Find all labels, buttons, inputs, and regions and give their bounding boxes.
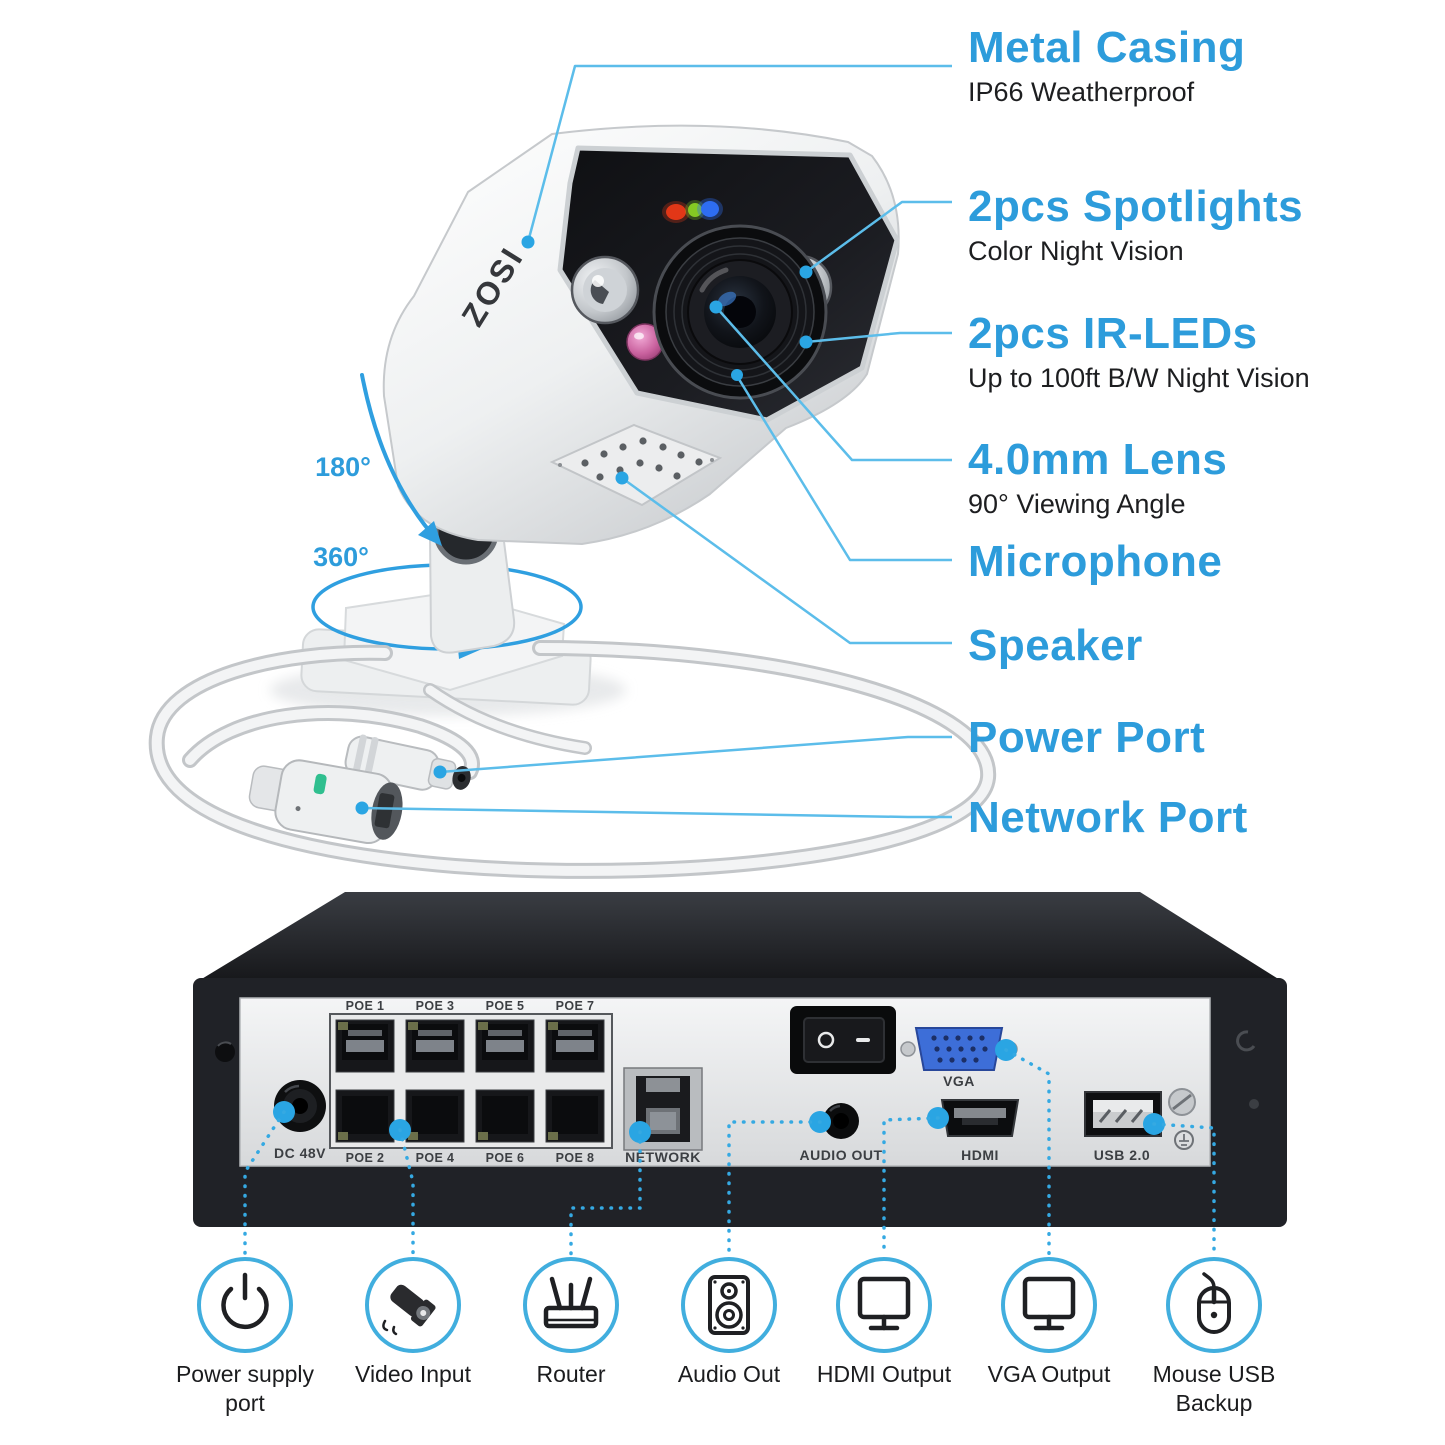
callout-subtitle: Color Night Vision	[968, 236, 1184, 266]
svg-text:POE 7: POE 7	[556, 999, 595, 1013]
svg-text:POE 8: POE 8	[556, 1151, 595, 1165]
callout-title: 4.0mm Lens	[968, 435, 1228, 484]
icon-label-video-input: Video Input	[355, 1361, 471, 1387]
poe-port	[475, 1019, 535, 1073]
icon-label-mouse-usb: Mouse USB Backup	[1152, 1361, 1276, 1416]
usb-label: USB 2.0	[1094, 1147, 1150, 1163]
speaker-grille	[549, 423, 723, 507]
callout-title: 2pcs Spotlights	[968, 182, 1304, 231]
usb-port	[1084, 1091, 1162, 1137]
callout-network-port: Network Port	[968, 794, 1388, 842]
poe-labels: POE 1 POE 3 POE 5 POE 7 POE 2 POE 4 POE …	[346, 999, 595, 1165]
callout-metal-casing: Metal Casing IP66 Weatherproof	[968, 24, 1388, 109]
camera-assembly: ZOSI	[148, 64, 997, 879]
svg-text:POE 6: POE 6	[486, 1151, 525, 1165]
callout-lens: 4.0mm Lens 90° Viewing Angle	[968, 436, 1388, 521]
camera-lens	[652, 224, 828, 400]
tilt-rotation-arrow	[360, 373, 442, 546]
poe-port	[475, 1089, 535, 1143]
svg-text:POE 3: POE 3	[416, 999, 455, 1013]
poe-port	[335, 1019, 395, 1073]
nvr-top-face	[200, 892, 1280, 980]
vga-label: VGA	[943, 1073, 975, 1089]
camera-icon	[365, 1257, 461, 1353]
network-label: NETWORK	[625, 1149, 701, 1165]
svg-text:POE 4: POE 4	[416, 1151, 455, 1165]
callout-title: Microphone	[968, 537, 1223, 586]
router-icon	[523, 1257, 619, 1353]
callout-power-port: Power Port	[968, 714, 1388, 762]
callout-subtitle: Up to 100ft B/W Night Vision	[968, 363, 1310, 393]
port-leader-lines	[243, 1048, 1216, 1256]
poe-port	[335, 1089, 395, 1143]
callout-subtitle: IP66 Weatherproof	[968, 77, 1195, 107]
poe-port	[545, 1089, 605, 1143]
tilt-angle-label: 180°	[315, 452, 371, 482]
icon-label-power-supply: Power supply port	[175, 1361, 315, 1416]
monitor-icon	[1001, 1257, 1097, 1353]
callout-microphone: Microphone	[968, 538, 1388, 586]
network-port-connector	[248, 759, 403, 845]
power-switch	[790, 1006, 896, 1074]
callout-subtitle: 90° Viewing Angle	[968, 489, 1186, 519]
ground-screw	[1168, 1088, 1196, 1150]
icon-label-router: Router	[536, 1361, 606, 1387]
callout-dots	[355, 235, 813, 815]
camera-cable	[148, 640, 997, 879]
callout-lines	[361, 64, 952, 819]
nvr-recorder: DC 48V	[193, 892, 1287, 1256]
poe-port	[405, 1019, 465, 1073]
icon-label-audio-out: Audio Out	[677, 1361, 781, 1387]
callout-spotlights: 2pcs Spotlights Color Night Vision	[968, 183, 1388, 268]
monitor-icon	[836, 1257, 932, 1353]
hdmi-label: HDMI	[961, 1147, 999, 1163]
pan-angle-label: 360°	[313, 542, 369, 572]
callout-title: Power Port	[968, 713, 1206, 762]
status-leds	[662, 198, 723, 223]
icon-label-hdmi-output: HDMI Output	[816, 1361, 952, 1387]
svg-text:POE 2: POE 2	[346, 1151, 385, 1165]
svg-text:POE 1: POE 1	[346, 999, 385, 1013]
dc-label: DC 48V	[274, 1145, 326, 1161]
callout-ir-leds: 2pcs IR-LEDs Up to 100ft B/W Night Visio…	[968, 310, 1388, 395]
callout-speaker: Speaker	[968, 622, 1388, 670]
port-icon-row	[197, 1257, 1262, 1353]
icon-label-vga-output: VGA Output	[987, 1361, 1111, 1387]
callout-title: Speaker	[968, 621, 1143, 670]
poe-port-block	[329, 1013, 613, 1149]
poe-port	[545, 1019, 605, 1073]
audio-out-jack	[823, 1103, 859, 1139]
spotlight-left	[570, 255, 640, 325]
audio-label: AUDIO OUT	[799, 1147, 882, 1163]
speaker-icon	[681, 1257, 777, 1353]
callout-title: Metal Casing	[968, 23, 1246, 72]
mouse-icon	[1166, 1257, 1262, 1353]
callout-title: Network Port	[968, 793, 1248, 842]
hdmi-port	[940, 1099, 1020, 1137]
callout-title: 2pcs IR-LEDs	[968, 309, 1258, 358]
power-icon	[197, 1257, 293, 1353]
poe-port	[405, 1089, 465, 1143]
svg-text:POE 5: POE 5	[486, 999, 525, 1013]
